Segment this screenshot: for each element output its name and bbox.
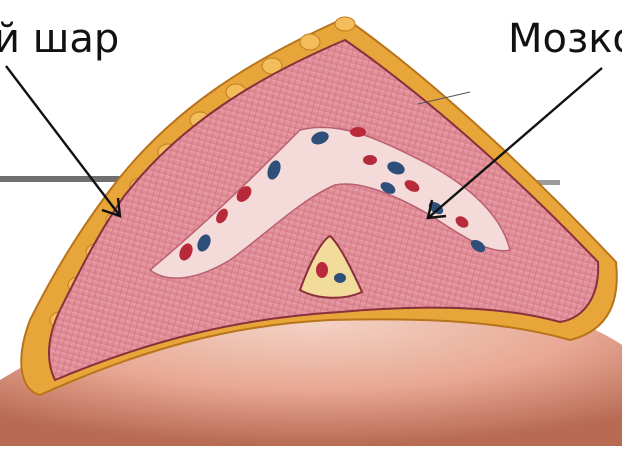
vein-red-cell [316, 262, 328, 278]
label-cortex-layer: й шар [0, 16, 119, 62]
grey-bar-left [0, 176, 120, 182]
arrow-left [6, 66, 120, 216]
vein-blue-cell [334, 273, 346, 283]
label-medulla: Мозко [508, 16, 622, 62]
